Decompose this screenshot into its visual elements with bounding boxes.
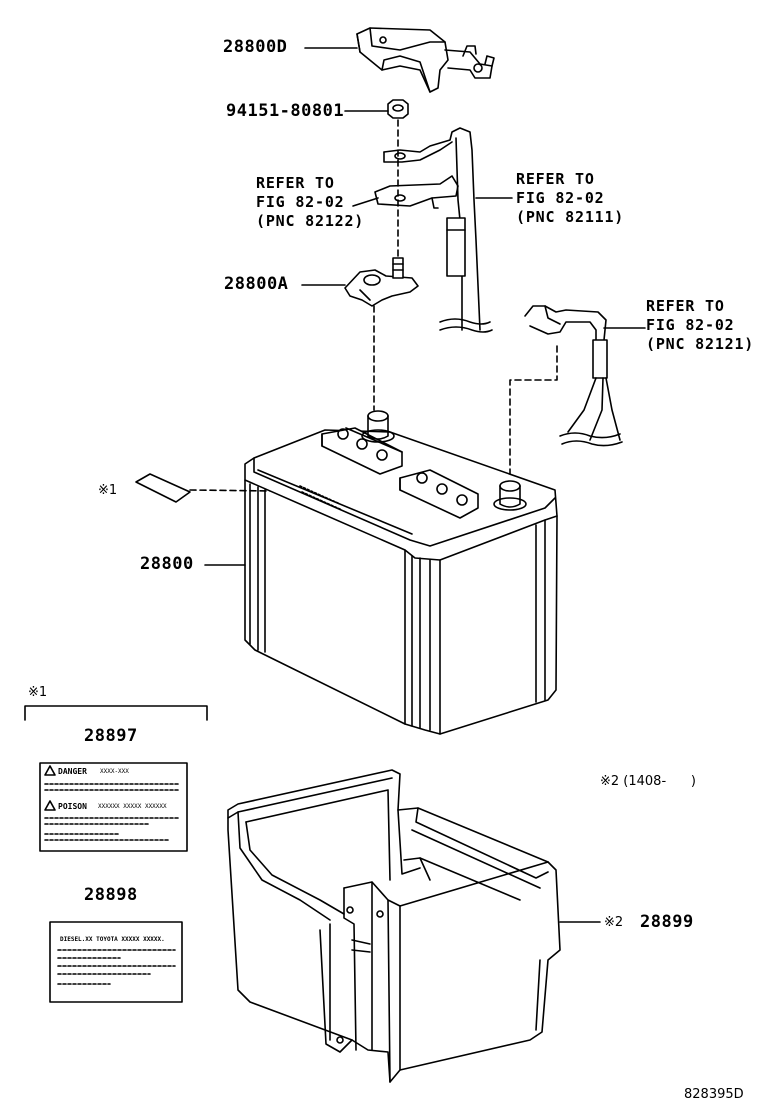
- part-number-positive-clamp[interactable]: 28800A: [224, 274, 289, 294]
- battery-case-part[interactable]: [227, 769, 561, 1083]
- refer-note-right-line3: (PNC 82111): [516, 208, 625, 226]
- part-number-battery[interactable]: 28800: [140, 554, 194, 574]
- danger-word: DANGER: [58, 767, 87, 776]
- refer-note-left-line3: (PNC 82122): [256, 212, 365, 230]
- part-number-clamp-cover[interactable]: 28800D: [223, 37, 288, 57]
- note-1-bracket: [24, 705, 208, 721]
- refer-note-negative-line3: (PNC 82121): [646, 335, 755, 353]
- danger-text: XXXX-XXX: [100, 768, 129, 775]
- refer-note-negative-line1: REFER TO: [646, 297, 725, 315]
- info-label-text: DIESEL.XX TOYOTA XXXXX XXXXX.: [60, 936, 165, 943]
- nut-part[interactable]: [387, 99, 409, 119]
- part-number-caution-label[interactable]: 28897: [84, 726, 138, 746]
- refer-note-left-line1: REFER TO: [256, 174, 335, 192]
- positive-cable: [374, 127, 493, 333]
- positive-clamp-part[interactable]: [344, 257, 419, 307]
- note-2-marker: ※2: [604, 915, 624, 930]
- diagram-id: 828395D: [684, 1087, 744, 1102]
- info-label-part[interactable]: [49, 921, 183, 1003]
- refer-note-left-line2[interactable]: FIG 82-02: [256, 193, 345, 211]
- poison-word: POISON: [58, 802, 87, 811]
- refer-note-negative-line2[interactable]: FIG 82-02: [646, 316, 735, 334]
- poison-text: XXXXXX XXXXX XXXXXX: [98, 803, 167, 810]
- clamp-cover-part[interactable]: [356, 27, 495, 93]
- part-number-info-label[interactable]: 28898: [84, 885, 138, 905]
- battery-part[interactable]: [244, 410, 558, 735]
- note-1-header: ※1: [28, 685, 48, 700]
- part-number-battery-case[interactable]: 28899: [640, 912, 694, 932]
- caution-label-part[interactable]: [39, 762, 188, 852]
- part-number-nut[interactable]: 94151-80801: [226, 101, 345, 121]
- label-1-sticker: [135, 473, 191, 503]
- refer-note-right-line1: REFER TO: [516, 170, 595, 188]
- refer-note-right-line2[interactable]: FIG 82-02: [516, 189, 605, 207]
- negative-cable: [524, 305, 623, 447]
- note-2-date-range: ※2 (1408- ): [600, 774, 697, 789]
- note-1-marker: ※1: [98, 483, 118, 498]
